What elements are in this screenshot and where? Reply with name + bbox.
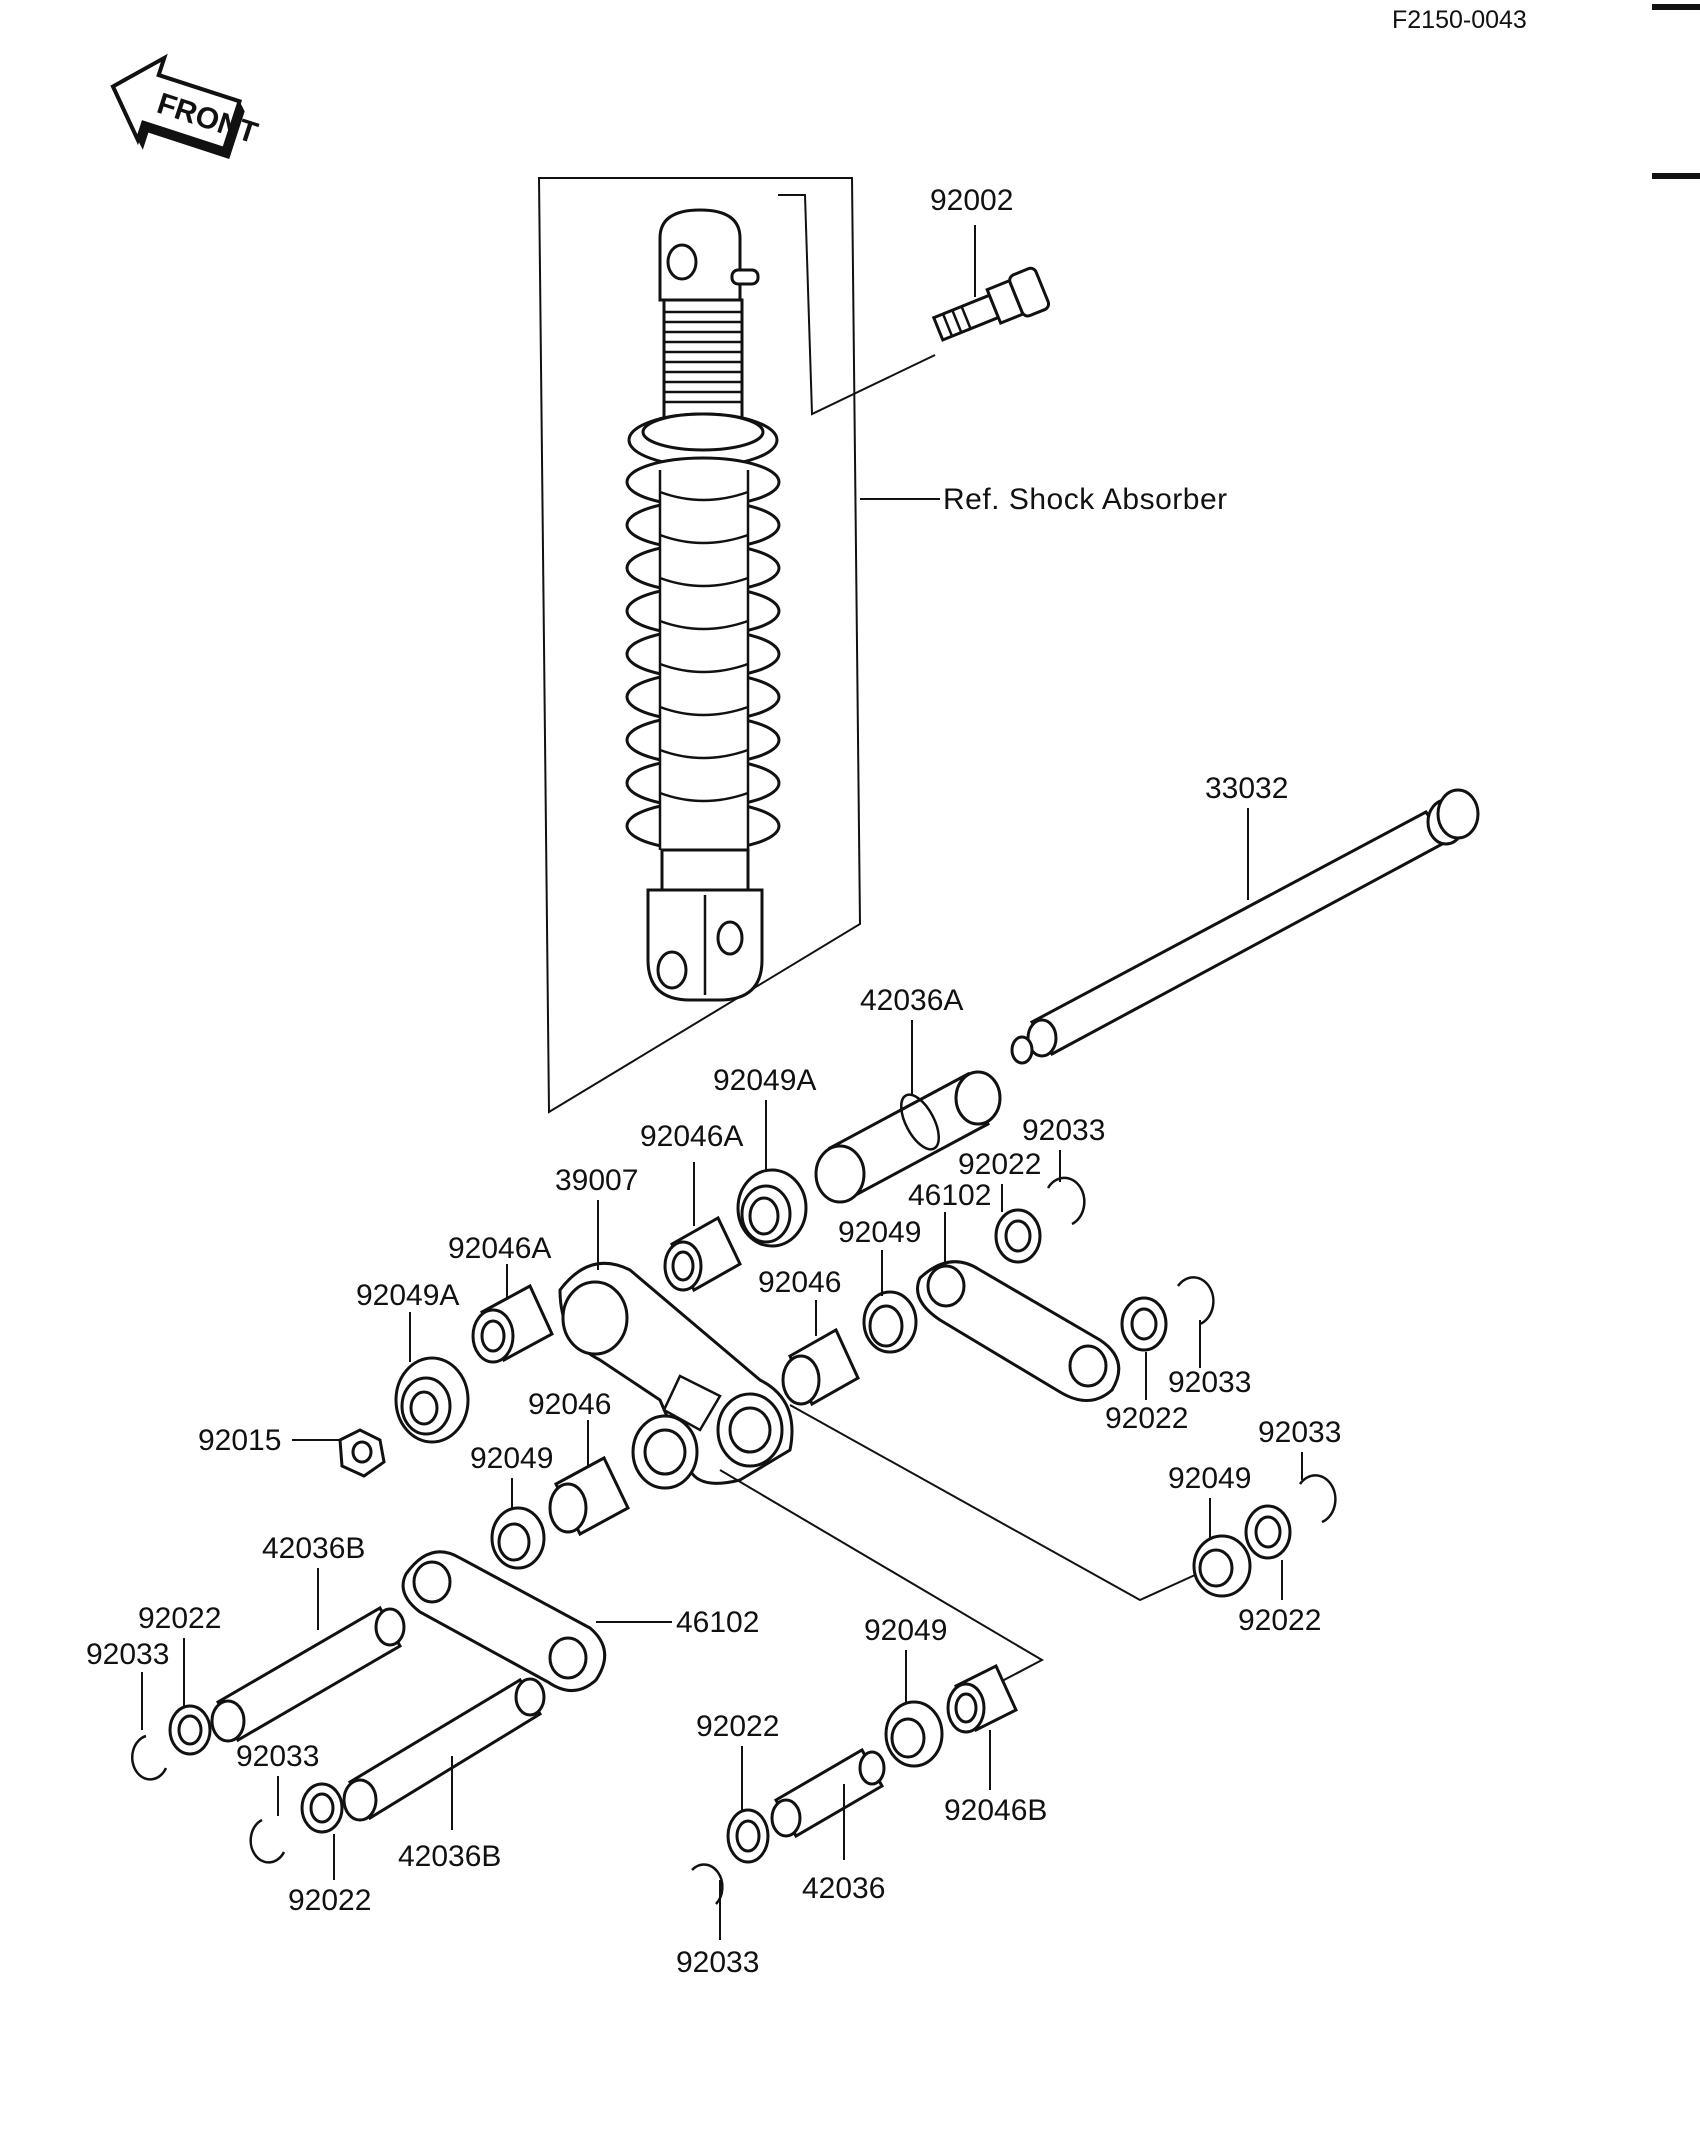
seal-92049A-left xyxy=(394,1356,470,1444)
callout-92033-a: 92033 xyxy=(1022,1114,1105,1147)
callout-92022-c: 92022 xyxy=(1238,1604,1321,1637)
front-arrow-icon: FRONT xyxy=(110,53,261,159)
callout-92049A-top: 92049A xyxy=(713,1064,816,1097)
callout-92033-e: 92033 xyxy=(236,1740,319,1773)
link-46102-top xyxy=(916,1260,1121,1402)
callout-92022-f: 92022 xyxy=(696,1710,779,1743)
seal-92049-a xyxy=(862,1290,918,1354)
callout-92049-c: 92049 xyxy=(1168,1462,1251,1495)
seal-92049A-top xyxy=(736,1168,808,1248)
washer-92022-a xyxy=(994,1208,1042,1264)
callout-92002: 92002 xyxy=(930,184,1013,217)
callout-92015: 92015 xyxy=(198,1424,281,1457)
link-46102-bottom xyxy=(401,1550,607,1692)
callout-42036B-bottom: 42036B xyxy=(398,1840,501,1873)
diagram-code: F2150-0043 xyxy=(1392,6,1527,34)
callout-92033-b: 92033 xyxy=(1168,1366,1251,1399)
callout-92049-a: 92049 xyxy=(838,1216,921,1249)
washer-92022-c xyxy=(1244,1504,1292,1560)
callout-33032: 33032 xyxy=(1205,772,1288,805)
ref-shock-absorber-label: Ref. Shock Absorber xyxy=(943,483,1228,516)
callout-92046B: 92046B xyxy=(944,1794,1047,1827)
rocker-arm-39007 xyxy=(558,1261,794,1490)
circlip-92033-d xyxy=(131,1734,168,1781)
washer-92022-b xyxy=(1120,1296,1168,1352)
washer-92022-e xyxy=(300,1782,344,1834)
leader-92002 xyxy=(778,194,936,416)
circlip-92033-c xyxy=(1298,1474,1337,1524)
bearing-92046A-top xyxy=(663,1215,742,1293)
collar-42036 xyxy=(770,1747,886,1839)
seal-92049-b xyxy=(490,1506,546,1570)
shaft-33032 xyxy=(1010,788,1480,1065)
circlip-92033-f xyxy=(691,1863,724,1905)
circlip-92033-e xyxy=(249,1818,286,1864)
circlip-92033-a xyxy=(1046,1176,1086,1226)
margin-mark-top xyxy=(1652,4,1700,10)
leader-rocker-right xyxy=(789,1404,1196,1602)
washer-92022-f xyxy=(726,1808,770,1864)
callout-92046A-top: 92046A xyxy=(640,1120,743,1153)
washer-92022-d xyxy=(168,1704,212,1756)
bearing-92046-b xyxy=(548,1455,630,1537)
callout-42036A: 42036A xyxy=(860,984,963,1017)
callout-39007: 39007 xyxy=(555,1164,638,1197)
collar-42036B-bottom xyxy=(342,1677,546,1822)
callout-42036B-top: 42036B xyxy=(262,1532,365,1565)
callout-92022-a: 92022 xyxy=(958,1148,1041,1181)
callout-92022-b: 92022 xyxy=(1105,1402,1188,1435)
callout-92033-f: 92033 xyxy=(676,1946,759,1979)
nut-92015 xyxy=(338,1428,386,1478)
callout-46102-top: 46102 xyxy=(908,1179,991,1212)
callout-92022-d: 92022 xyxy=(138,1602,221,1635)
callout-92033-c: 92033 xyxy=(1258,1416,1341,1449)
shock-absorber xyxy=(625,208,781,1002)
callout-92049-b: 92049 xyxy=(470,1442,553,1475)
collar-42036A xyxy=(814,1070,1002,1204)
margin-mark-mid xyxy=(1652,173,1700,179)
callout-92049-d: 92049 xyxy=(864,1614,947,1647)
callout-92022-e: 92022 xyxy=(288,1884,371,1917)
bearing-92046-a xyxy=(781,1327,860,1407)
callout-92046-a: 92046 xyxy=(758,1266,841,1299)
seal-92049-d xyxy=(884,1700,944,1768)
callout-46102-bottom: 46102 xyxy=(676,1606,759,1639)
callout-42036: 42036 xyxy=(802,1872,885,1905)
callout-92049A-left: 92049A xyxy=(356,1279,459,1312)
callout-92046A-left: 92046A xyxy=(448,1232,551,1265)
bearing-92046B xyxy=(946,1663,1018,1734)
leader-rocker-bottom xyxy=(719,1469,1045,1691)
bolt-92002 xyxy=(931,266,1051,342)
collar-42036B-top xyxy=(210,1605,406,1743)
circlip-92033-b xyxy=(1176,1276,1215,1326)
bearing-92046A-left xyxy=(471,1283,554,1364)
seal-92049-c xyxy=(1192,1534,1252,1598)
shock-absorber-frame: Ref. Shock Absorber xyxy=(537,177,1228,1114)
callout-92033-d: 92033 xyxy=(86,1638,169,1671)
callout-92046-b: 92046 xyxy=(528,1388,611,1421)
